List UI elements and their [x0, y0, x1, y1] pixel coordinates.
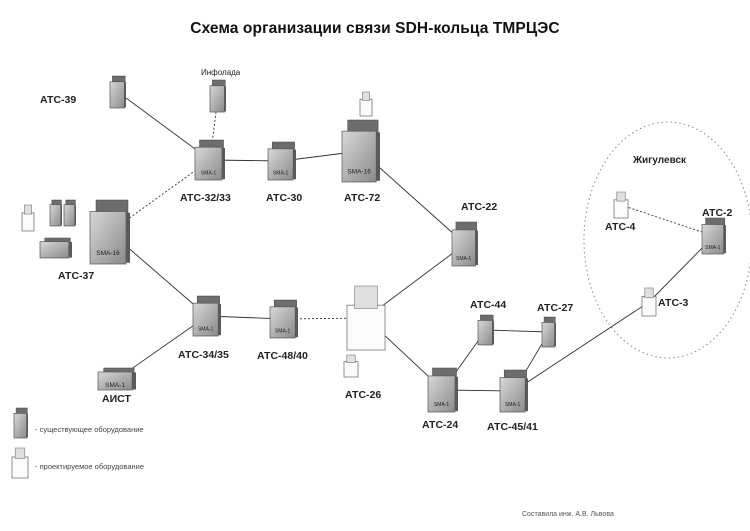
node-atc3	[641, 287, 657, 317]
node-label-atc37: АТС-37	[58, 270, 95, 282]
node-atc22: SMA-1	[451, 221, 478, 267]
atc37-aux-planned-icon	[21, 204, 35, 232]
node-label-atc3435: АТС-34/35	[178, 349, 229, 361]
node-atc4	[613, 191, 629, 219]
atc37-aux-3-icon	[39, 237, 72, 259]
node-label-atc4541: АТС-45/41	[487, 421, 538, 433]
unit-label: SMA-1	[505, 402, 521, 408]
node-atc72: SMA-16	[341, 119, 380, 183]
node-label-atc26: АТС-26	[345, 389, 382, 401]
node-atc4840: SMA-1	[269, 299, 298, 339]
legend-existing-label: - существующее оборудование	[35, 425, 144, 434]
unit-label: SMA-1	[275, 329, 291, 335]
node-atc44	[477, 314, 494, 346]
unit-label: SMA-1	[273, 171, 289, 177]
node-atc3233: SMA-1	[194, 139, 225, 181]
unit-label: SMA-1	[456, 256, 472, 262]
unit-label: SMA-1	[201, 170, 217, 176]
node-label-atc30: АТС-30	[266, 192, 303, 204]
node-label-atc27: АТС-27	[537, 302, 574, 314]
unit-label: SMA-1	[434, 402, 450, 408]
node-label-atc72: АТС-72	[344, 192, 381, 204]
node-label-atc3: АТС-3	[658, 297, 689, 309]
unit-label: SMA-16	[96, 250, 120, 257]
node-label-atc39: АТС-39	[40, 94, 77, 106]
unit-label: SMA-1	[705, 245, 721, 251]
unit-label: SMA-16	[347, 168, 371, 175]
node-label-atc2: АТС-2	[702, 207, 733, 219]
node-label-atc4840: АТС-48/40	[257, 350, 308, 362]
links-layer	[109, 91, 715, 392]
node-atc3435: SMA-1	[192, 295, 221, 337]
node-atc37: SMA-16	[89, 199, 130, 265]
author-credit: Составила инж. А.В. Львова	[522, 511, 614, 518]
node-atc4541: SMA-1	[499, 369, 528, 413]
node-label-atc44: АТС-44	[470, 299, 507, 311]
node-atc26	[346, 285, 386, 351]
legend-planned-label: - проектируемое оборудование	[35, 462, 144, 471]
legend-existing-icon	[13, 407, 28, 439]
node-aist: SMA-1	[97, 367, 136, 391]
atc72-aux-planned-icon	[359, 91, 373, 117]
unit-label: SMA-1	[105, 382, 125, 389]
node-atc24: SMA-1	[427, 367, 458, 413]
region-label: Жигулевск	[633, 155, 687, 166]
node-label-aist: АИСТ	[102, 393, 131, 405]
link-atc4-atc2	[620, 204, 715, 237]
atc26-aux-planned-icon	[343, 354, 359, 378]
node-label-atc4: АТС-4	[605, 221, 636, 233]
legend-planned-icon	[11, 447, 29, 479]
node-atc27	[541, 316, 556, 348]
node-label-infolada: Инфолада	[201, 68, 241, 77]
link-atc44-atc27	[485, 329, 550, 333]
link-atc4541-atc3	[513, 301, 650, 392]
node-atc2: SMA-1	[701, 217, 726, 255]
node-label-atc22: АТС-22	[461, 201, 498, 213]
diagram-title: Схема организации связи SDH-кольца ТМРЦЭ…	[190, 20, 560, 37]
node-atc39	[109, 75, 126, 109]
node-label-atc3233: АТС-32/33	[180, 192, 231, 204]
atc37-aux-1-icon	[49, 199, 62, 227]
node-infolada	[209, 79, 226, 113]
unit-label: SMA-1	[198, 326, 214, 332]
node-atc30: SMA-1	[267, 141, 296, 181]
atc37-aux-2-icon	[63, 199, 76, 227]
node-label-atc24: АТС-24	[422, 419, 459, 431]
